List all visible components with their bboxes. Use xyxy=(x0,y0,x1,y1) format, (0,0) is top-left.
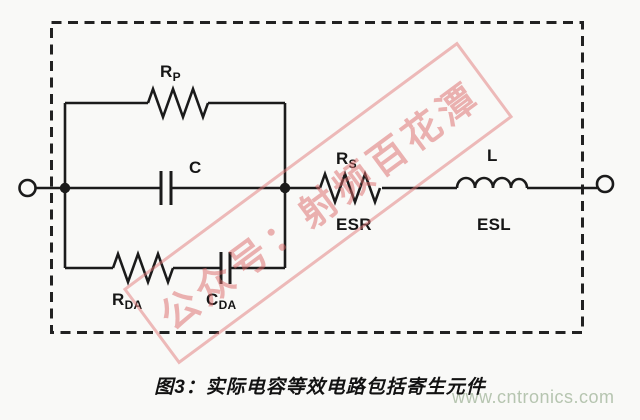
wires xyxy=(18,85,615,286)
label-cda-sub: DA xyxy=(218,298,237,312)
label-esr: ESR xyxy=(336,215,372,234)
terminal-right xyxy=(595,174,615,194)
figure-caption: 图3：实际电容等效电路包括寄生元件 xyxy=(154,377,486,398)
junction-dot-left xyxy=(59,182,71,194)
site-url-watermark: www.cntronics.com xyxy=(452,387,615,407)
label-cda-base: C xyxy=(206,290,219,309)
capacitor-cda-symbol xyxy=(219,252,232,284)
junction-dot-right xyxy=(279,182,291,194)
label-rp: RP xyxy=(160,62,181,84)
capacitor-c-symbol xyxy=(159,171,173,205)
terminal-left xyxy=(18,178,37,198)
label-rda-sub: DA xyxy=(124,298,143,312)
label-rp-sub: P xyxy=(172,70,181,84)
label-c-base: C xyxy=(189,158,202,177)
dashed-boundary xyxy=(50,21,584,334)
resistor-rda-symbol xyxy=(111,250,175,286)
label-cda: CDA xyxy=(206,290,237,312)
label-rs-base: R xyxy=(336,149,349,168)
label-esl: ESL xyxy=(477,215,511,234)
label-rda: RDA xyxy=(112,290,143,312)
label-rs-sub: S xyxy=(348,157,357,171)
label-c: C xyxy=(189,158,202,178)
label-rs: RS xyxy=(336,149,357,171)
inductor-l-symbol xyxy=(455,176,529,189)
resistor-rp-symbol xyxy=(146,85,210,121)
label-rp-base: R xyxy=(160,62,173,81)
label-l: L xyxy=(487,146,498,165)
label-rda-base: R xyxy=(112,290,125,309)
resistor-rs-symbol xyxy=(318,170,382,206)
